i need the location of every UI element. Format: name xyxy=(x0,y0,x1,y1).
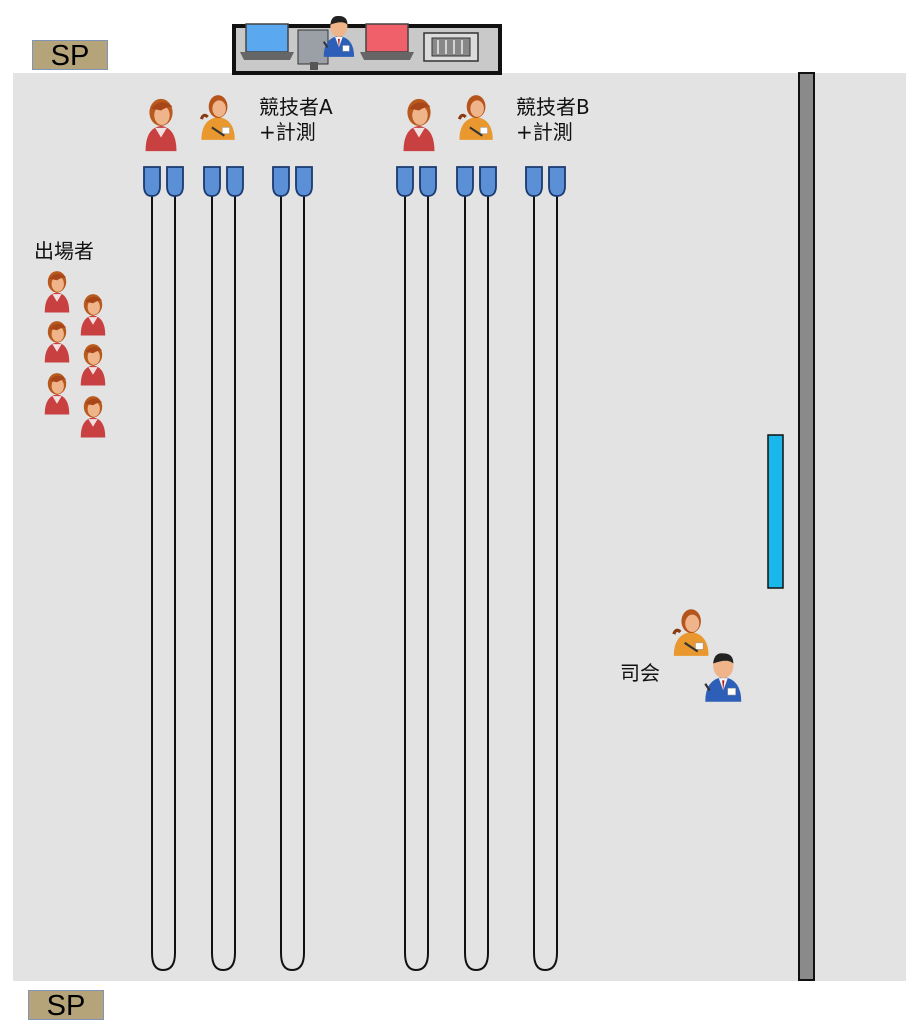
lane-cap xyxy=(549,167,565,196)
laptop-red-icon xyxy=(360,24,414,60)
laptop-blue-icon xyxy=(240,24,294,60)
lane-cap xyxy=(480,167,496,196)
female-person-icon xyxy=(81,294,106,335)
competitor-b-line2: +計測 xyxy=(516,120,590,145)
lane-cap xyxy=(457,167,473,196)
female-person-icon xyxy=(81,344,106,385)
competitor-a-line2: +計測 xyxy=(259,120,333,145)
competitor-a-line1: 競技者A xyxy=(259,95,333,120)
lane-cap xyxy=(167,167,183,196)
lane-4 xyxy=(405,190,428,970)
lane-2 xyxy=(212,190,235,970)
staff-person-icon xyxy=(459,95,492,140)
lane-cap xyxy=(144,167,160,196)
lane-caps xyxy=(144,167,565,196)
female-person-icon xyxy=(45,321,70,362)
female-person-icon xyxy=(81,396,106,437)
staff-person-icon xyxy=(201,95,234,140)
control-booth xyxy=(234,16,500,73)
staff-person-icon xyxy=(674,609,709,656)
lane-3 xyxy=(281,190,304,970)
lane-cap xyxy=(204,167,220,196)
female-person-icon xyxy=(45,373,70,414)
side-wall xyxy=(799,73,814,980)
lane-5 xyxy=(465,190,488,970)
lane-cap xyxy=(526,167,542,196)
competitor-b-label: 競技者B +計測 xyxy=(516,95,590,145)
screen xyxy=(768,435,783,588)
lane-cap xyxy=(227,167,243,196)
lane-cap xyxy=(397,167,413,196)
participants-label: 出場者 xyxy=(34,239,94,264)
lane-6 xyxy=(534,190,557,970)
mixer-icon xyxy=(424,33,478,61)
lanes xyxy=(152,190,557,970)
lane-cap xyxy=(273,167,289,196)
competitor-b-group xyxy=(404,95,493,151)
lane-cap xyxy=(296,167,312,196)
female-person-icon xyxy=(404,99,435,151)
mc-group xyxy=(674,609,741,702)
competitor-a-label: 競技者A +計測 xyxy=(259,95,333,145)
lane-cap xyxy=(420,167,436,196)
male-person-icon xyxy=(705,653,741,701)
female-person-icon xyxy=(45,271,70,312)
lane-1 xyxy=(152,190,175,970)
competitor-b-line1: 競技者B xyxy=(516,95,590,120)
competitor-a-group xyxy=(146,95,235,151)
mc-label: 司会 xyxy=(620,661,660,686)
female-person-icon xyxy=(146,99,177,151)
participants-group xyxy=(45,271,106,437)
